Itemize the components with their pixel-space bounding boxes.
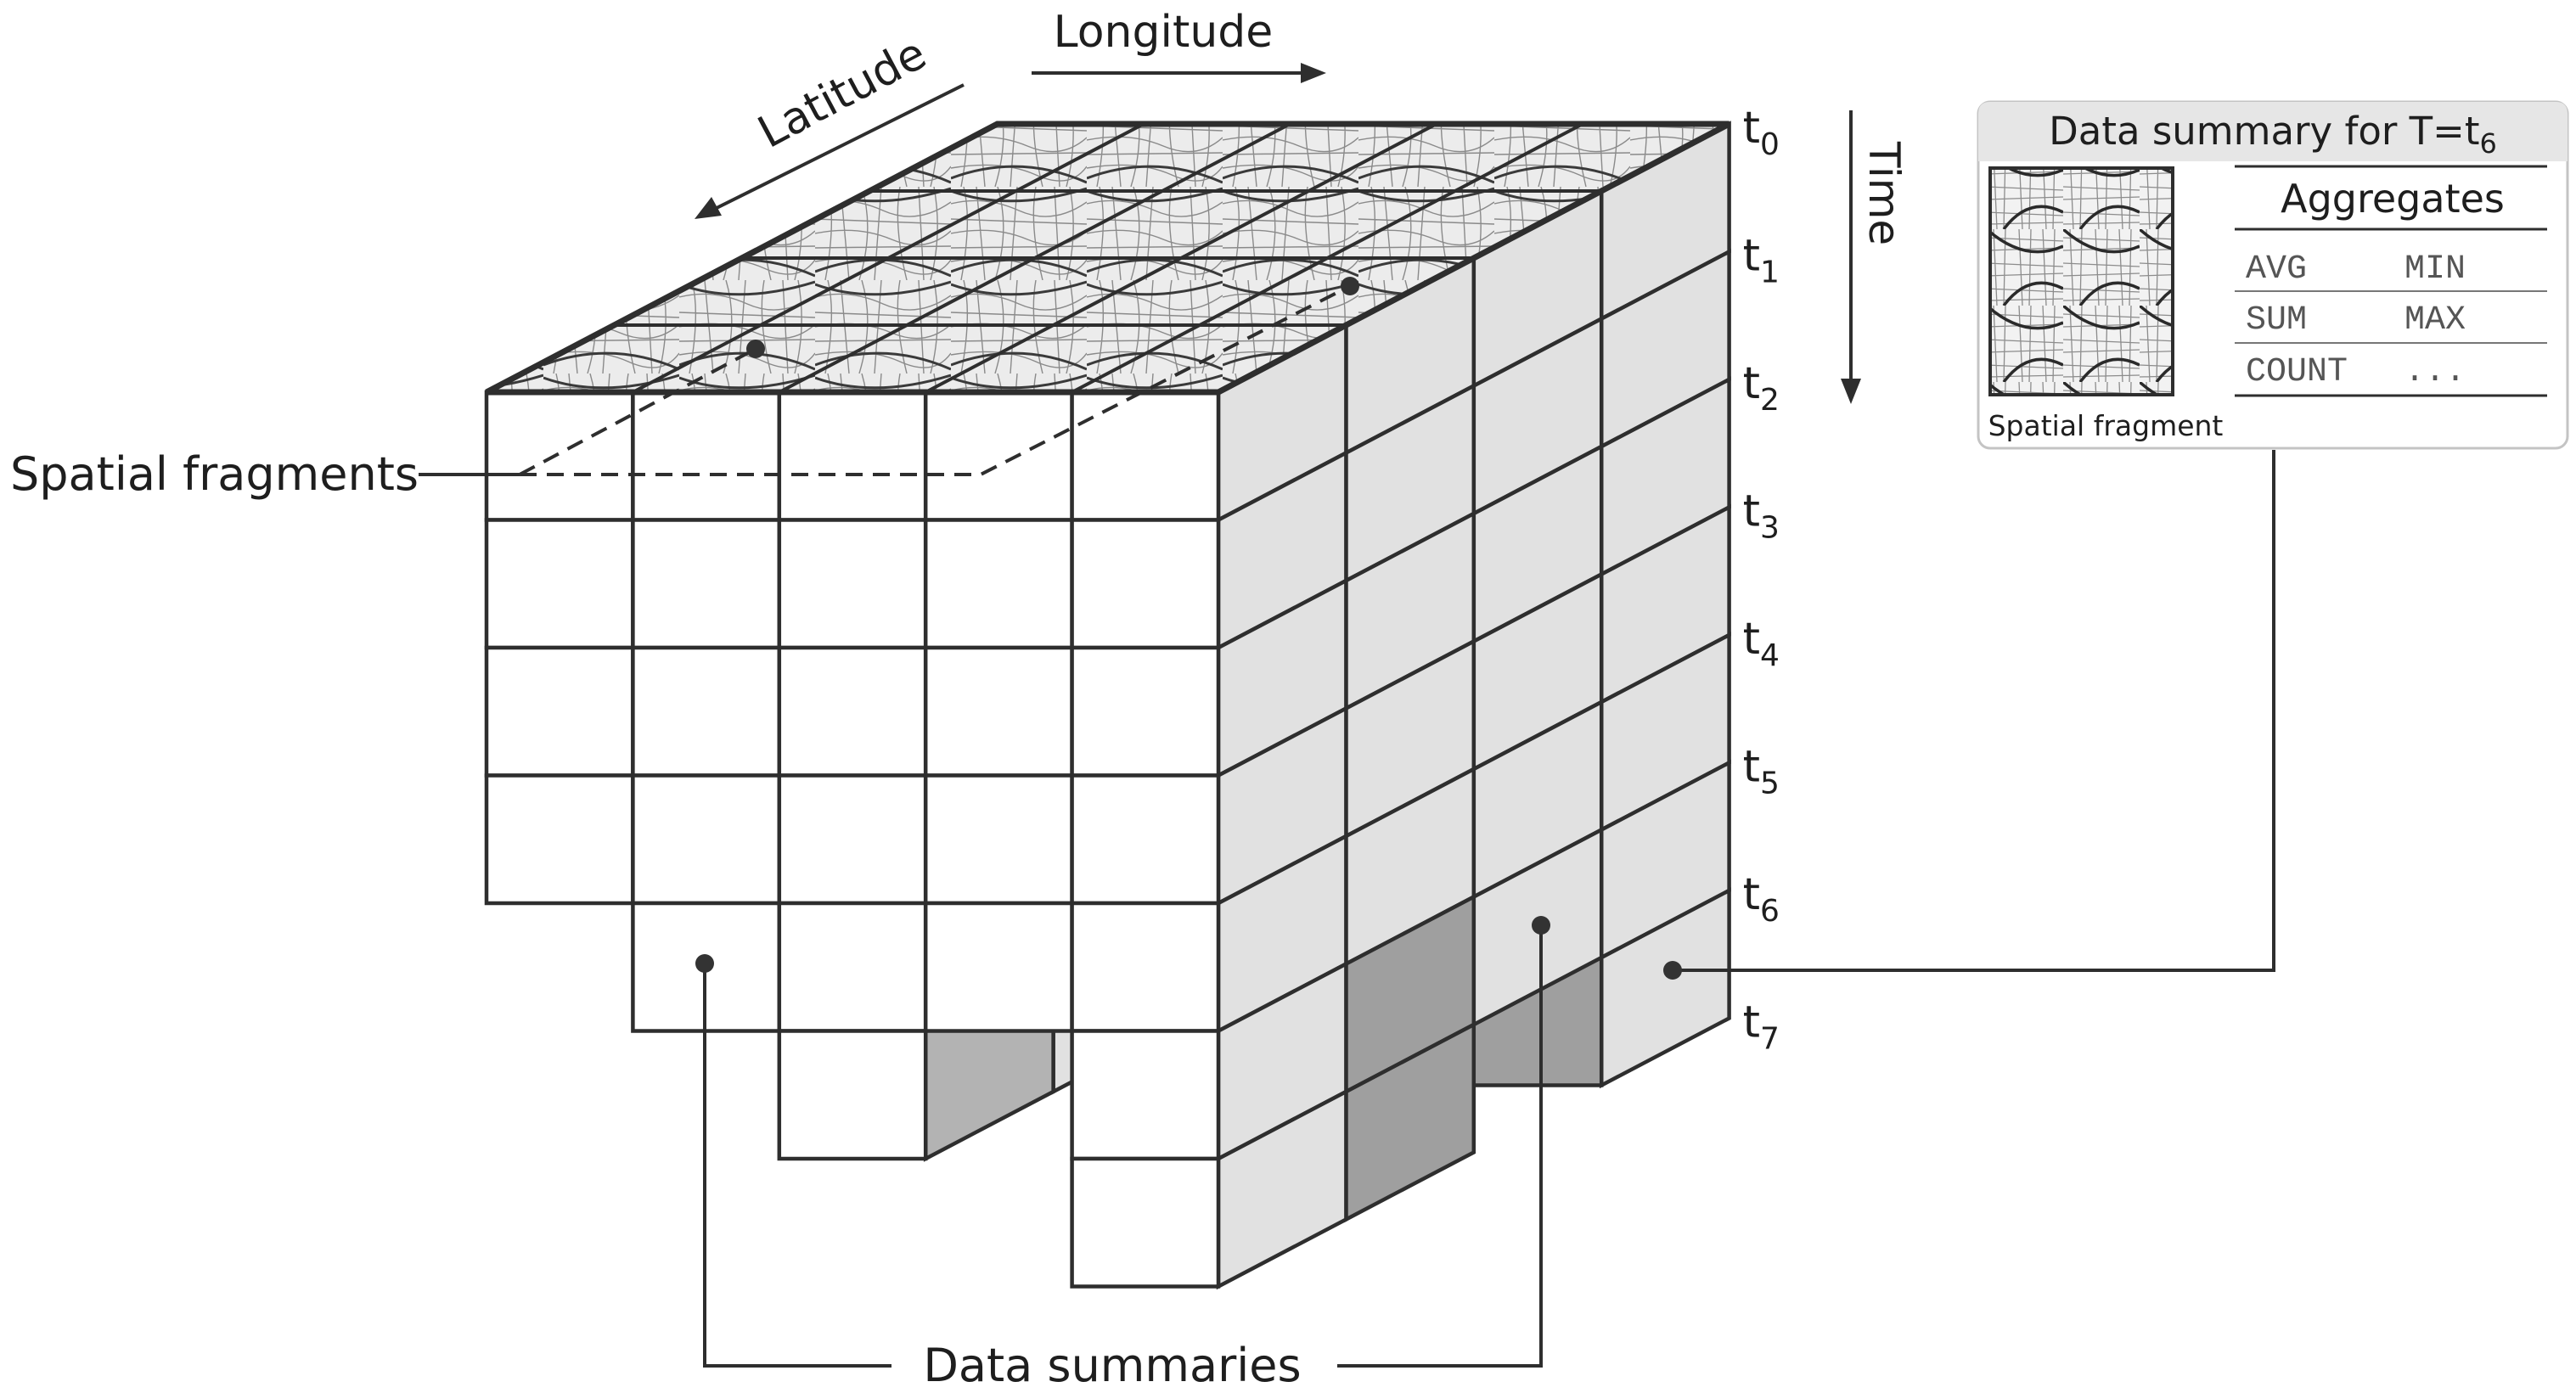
cell-front-face — [631, 645, 782, 778]
time-step-label: t4 — [1743, 614, 1780, 673]
summary-box-header — [1978, 102, 2568, 161]
cell-front-face — [1070, 1029, 1221, 1161]
longitude-arrowhead — [1301, 63, 1326, 83]
cell-front-face — [484, 390, 635, 522]
data-summaries-leader — [703, 925, 1543, 1368]
spatial-fragment-dot-1 — [746, 340, 765, 358]
latitude-label: Latitude — [750, 28, 934, 158]
time-step-labels: t0 t1 t2 t3 t4 t5 t6 t7 — [1743, 103, 1780, 1057]
spatial-fragments-label: Spatial fragments — [10, 447, 419, 501]
aggregate-sum: SUM — [2246, 301, 2307, 340]
data-summary-dot-1 — [695, 954, 714, 973]
cell-front-face — [777, 645, 928, 778]
cell-front-face — [923, 518, 1074, 650]
spatial-fragments-dashed-pointer — [519, 284, 1351, 476]
cell-front-face — [777, 390, 928, 522]
summary-connector-dot — [1663, 961, 1682, 980]
time-step-label: t2 — [1743, 358, 1780, 418]
time-label: Time — [1859, 141, 1909, 245]
summary-connector-line — [1673, 450, 2275, 972]
time-step-label: t5 — [1743, 742, 1780, 801]
cell-front-face — [484, 645, 635, 778]
cell-front-face — [923, 390, 1074, 522]
summary-connector — [1663, 450, 2275, 980]
time-axis: Time — [1841, 110, 1909, 404]
time-arrowhead — [1841, 379, 1861, 404]
spatial-fragment-caption: Spatial fragment — [1988, 409, 2224, 442]
latitude-arrowhead — [695, 197, 722, 219]
time-step-label: t0 — [1743, 103, 1780, 162]
cell-front-face — [777, 1029, 928, 1161]
cell-front-face — [923, 645, 1074, 778]
data-summaries-callout: Data summaries — [695, 916, 1550, 1392]
summary-box-title: Data summary for T=t6 — [2049, 109, 2497, 160]
cell-front-face — [484, 773, 635, 906]
data-summaries-label: Data summaries — [923, 1339, 1301, 1392]
longitude-axis: Longitude — [1032, 7, 1326, 83]
aggregate-max: MAX — [2404, 301, 2466, 340]
cell-front-face — [777, 773, 928, 906]
cell-front-face — [777, 518, 928, 650]
cell-front-face — [777, 901, 928, 1033]
time-step-label: t3 — [1743, 486, 1780, 546]
time-step-label: t1 — [1743, 231, 1780, 290]
cell-front-face — [923, 773, 1074, 906]
longitude-label: Longitude — [1054, 7, 1274, 58]
time-step-label: t6 — [1743, 869, 1780, 929]
cell-front-face — [1070, 390, 1221, 522]
cell-front-face — [1070, 518, 1221, 650]
aggregate-count: COUNT — [2246, 353, 2348, 391]
cell-front-face — [631, 390, 782, 522]
cell-front-face — [1070, 901, 1221, 1033]
aggregates-heading: Aggregates — [2281, 176, 2505, 222]
cell-front-face — [631, 773, 782, 906]
spatial-fragment-thumbnail — [1988, 166, 2174, 396]
cell-front-face — [484, 518, 635, 650]
cell-front-face — [923, 901, 1074, 1033]
cell-front-face — [631, 518, 782, 650]
cell-front-face — [1070, 1156, 1221, 1289]
cell-front-face — [1070, 773, 1221, 906]
aggregate-min: MIN — [2404, 250, 2466, 289]
aggregate-more: ... — [2404, 353, 2466, 391]
spatial-fragment-dot-2 — [1341, 277, 1359, 295]
aggregate-avg: AVG — [2246, 250, 2307, 289]
latitude-arrow-line — [712, 83, 965, 211]
data-summary-box: Data summary for T=t6 Spatial fragment A… — [1977, 100, 2569, 450]
time-step-label: t7 — [1743, 997, 1780, 1057]
spatial-fragments-callout: Spatial fragments — [10, 277, 1359, 501]
data-summary-dot-2 — [1532, 916, 1550, 935]
cell-front-face — [1070, 645, 1221, 778]
